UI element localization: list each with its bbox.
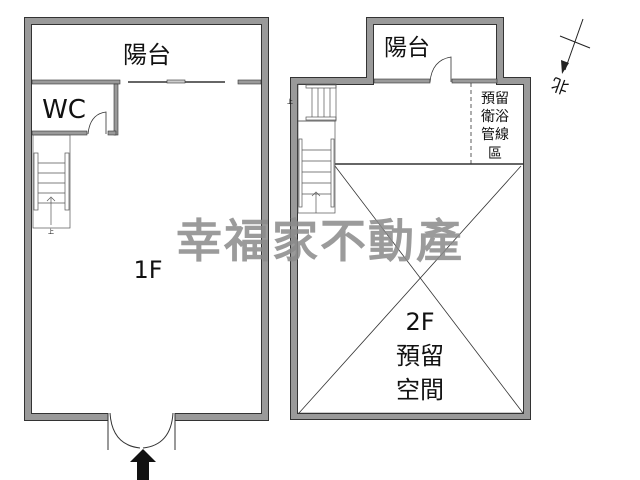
svg-text:管線: 管線 [481,127,509,143]
floor1-balcony-label: 陽台 [123,41,171,69]
floor1-label: 1F [133,256,162,284]
reserved-space-label-2: 空間 [396,376,444,404]
floor2-stairs [297,83,337,214]
reserved-space-label-1: 預留 [396,342,444,370]
svg-text:衛浴: 衛浴 [481,109,509,125]
floor1-stair-label: 上 [48,228,54,236]
wc-door [87,111,107,135]
reserved-bath-label: 預留 衛浴 管線 區 [481,91,509,162]
floor1-stairs [32,134,71,229]
floor2-plan: 上 陽台 預留 衛浴 管線 區 2F 預留 空間 [287,17,531,420]
entrance-arrow-icon [130,449,156,480]
watermark: 幸福家不動產 [176,214,464,268]
svg-text:區: 區 [488,146,502,162]
entrance-door [109,412,174,449]
north-compass-icon: 北 [549,18,591,98]
floor2-walls [290,17,531,420]
north-label: 北 [549,73,572,98]
floor1-plan: 上 陽台 WC 1F [24,17,269,480]
balcony-door [429,56,452,83]
floor2-label: 2F [405,308,434,336]
svg-text:預留: 預留 [481,91,509,107]
floor2-balcony-label: 陽台 [384,35,430,61]
wc-label: WC [42,95,86,125]
floor2-stair-label: 上 [287,98,293,106]
